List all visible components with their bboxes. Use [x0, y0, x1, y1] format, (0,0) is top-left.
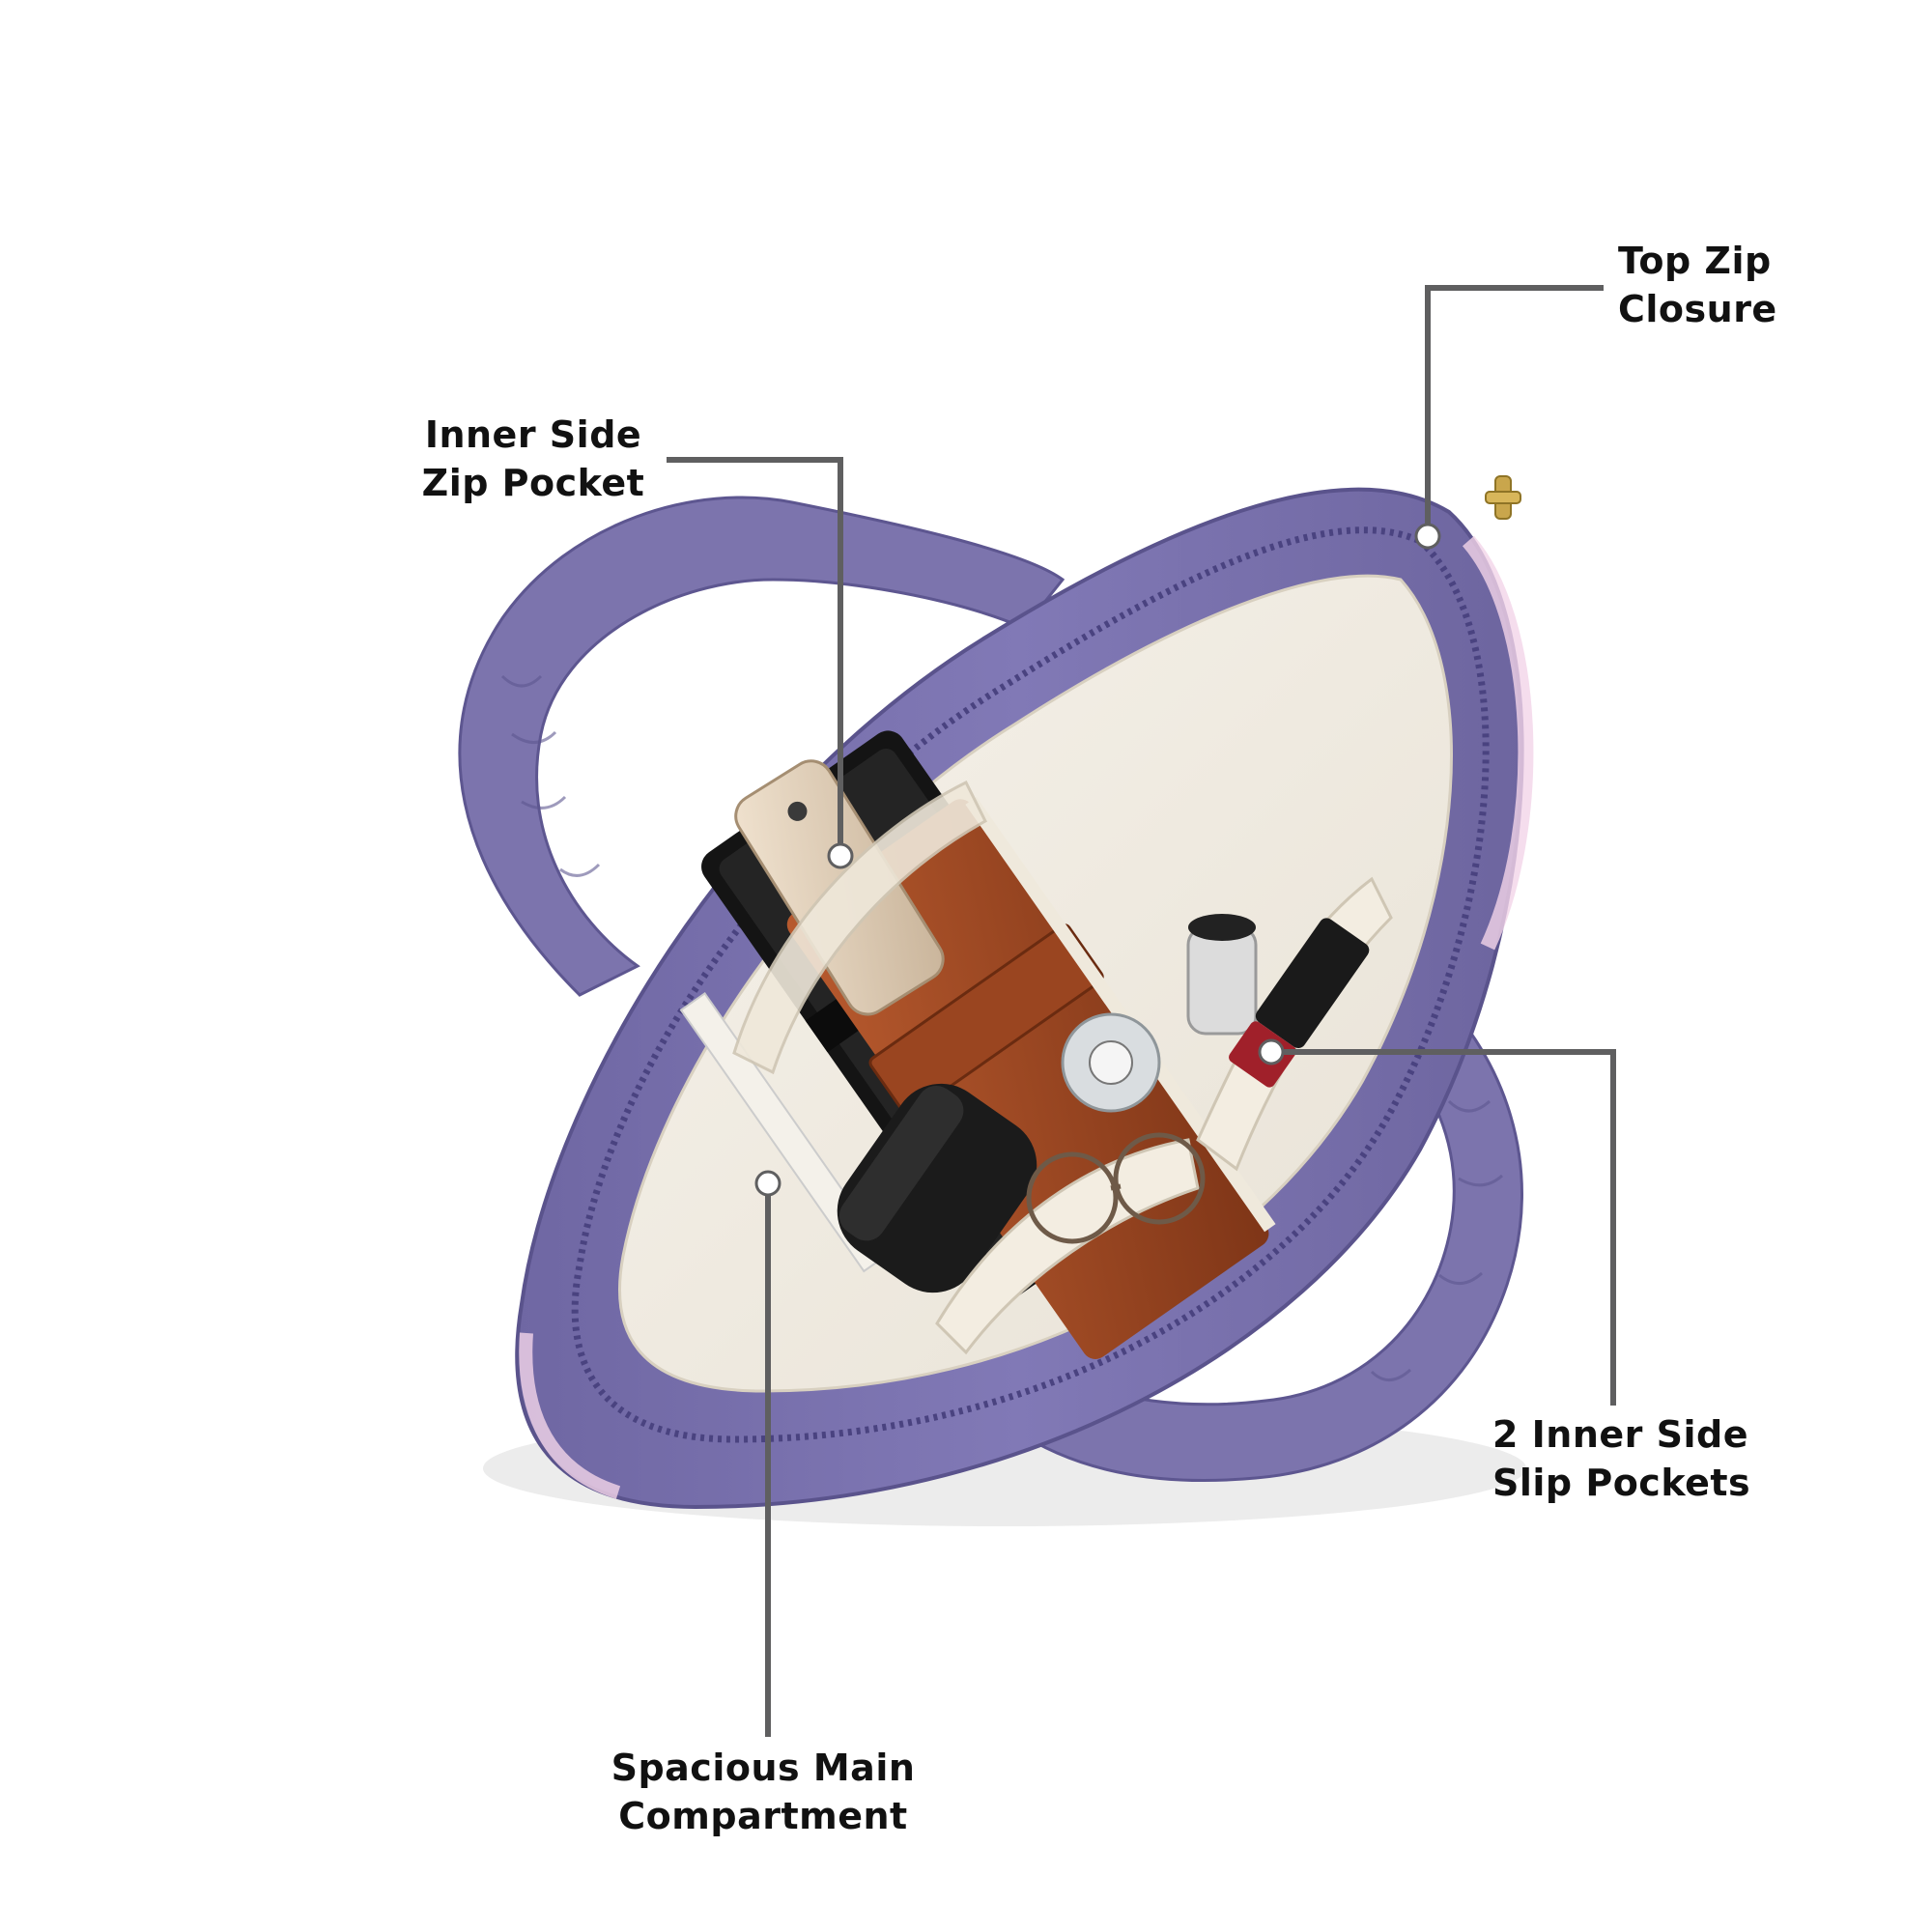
- callout-spacious-main-compartment: Spacious Main Compartment: [599, 1744, 927, 1840]
- zipper-track: [571, 526, 1490, 1443]
- dot-main-compartment: [754, 1170, 781, 1197]
- dot-top-zip: [1414, 523, 1441, 550]
- zip-puller: [1485, 475, 1521, 520]
- left-handle: [458, 496, 1065, 997]
- leader-slip-pockets: [1271, 1049, 1616, 1406]
- callout-line: 2 Inner Side: [1492, 1413, 1749, 1456]
- leader-lines: [667, 285, 1616, 1737]
- callout-line: Inner Side: [424, 413, 642, 456]
- callout-top-zip-closure: Top Zip Closure: [1618, 237, 1777, 333]
- leader-top-zip: [1425, 285, 1604, 536]
- anchor-dots: [754, 523, 1441, 1197]
- callout-line: Closure: [1618, 288, 1777, 330]
- callout-line: Zip Pocket: [421, 462, 645, 504]
- round-bottle: [1061, 1012, 1161, 1113]
- sunglasses: [1026, 1132, 1206, 1244]
- callout-line: Top Zip: [1618, 240, 1772, 282]
- callout-line: Spacious Main: [611, 1747, 916, 1789]
- dot-slip-pockets: [1258, 1038, 1285, 1065]
- inner-zip-pocket: [732, 780, 987, 1075]
- leader-inner-zip-pocket: [667, 457, 843, 856]
- callout-inner-side-zip-pocket: Inner Side Zip Pocket: [417, 411, 649, 507]
- dot-inner-zip-pocket: [827, 842, 854, 869]
- callout-line: Slip Pockets: [1492, 1462, 1751, 1504]
- perfume-bottle: [1186, 914, 1258, 1036]
- glasses-case: [837, 1083, 1037, 1293]
- slip-pocket-front: [935, 1138, 1200, 1355]
- callout-inner-side-slip-pockets: 2 Inner Side Slip Pockets: [1492, 1410, 1751, 1507]
- callout-line: Compartment: [618, 1795, 908, 1837]
